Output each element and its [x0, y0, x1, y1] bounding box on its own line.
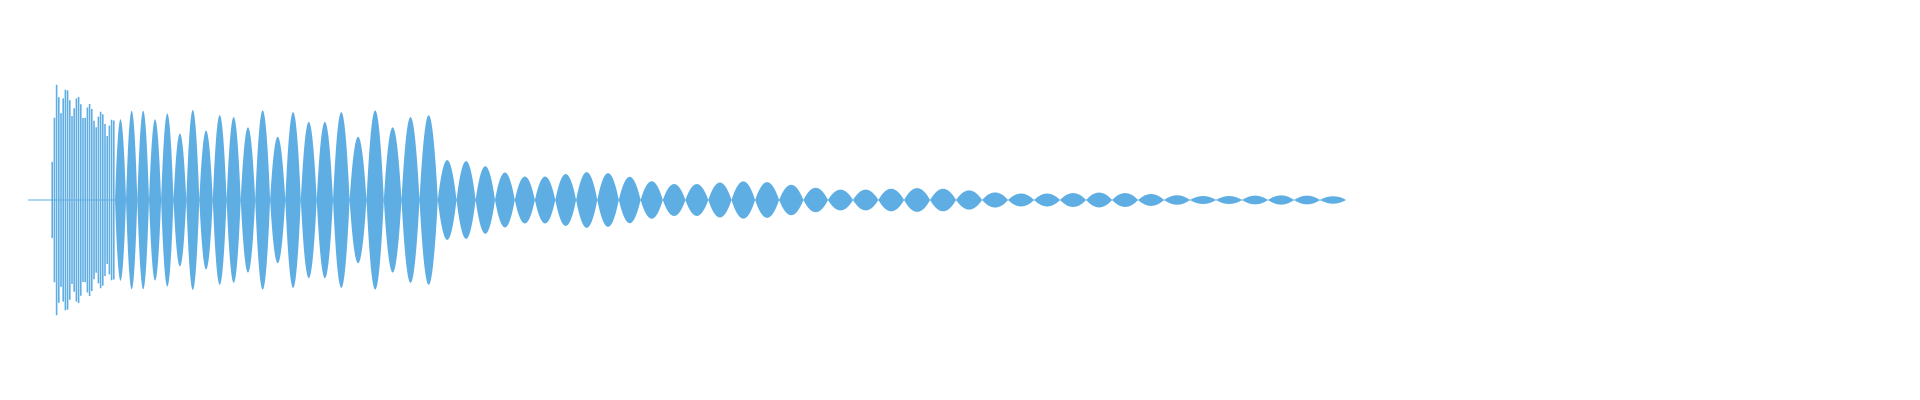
- waveform-lobe: [731, 181, 756, 219]
- waveform-lobe: [534, 176, 556, 224]
- waveform-lobe: [226, 117, 241, 283]
- waveform-lobe: [149, 119, 162, 281]
- waveform-lobe: [1190, 195, 1217, 205]
- waveform-lobe: [755, 182, 780, 218]
- waveform-lobe: [1320, 196, 1347, 204]
- waveform-lobe: [161, 113, 174, 287]
- waveform-lobe: [878, 188, 905, 212]
- waveform-lobe: [126, 110, 138, 290]
- waveform-lobe: [1034, 193, 1061, 207]
- waveform-lobe: [982, 192, 1009, 208]
- waveform-lobe: [115, 119, 126, 281]
- waveform-lobe: [173, 133, 187, 267]
- waveform-lobe: [270, 136, 286, 264]
- waveform-lobe: [456, 161, 476, 239]
- waveform-lobes: [51, 84, 1347, 316]
- waveform-lobe: [333, 112, 350, 288]
- waveform-lobe: [1242, 195, 1269, 205]
- waveform-lobe: [285, 112, 301, 288]
- waveform-lobe: [956, 190, 983, 210]
- waveform-lobe: [514, 176, 535, 224]
- waveform-lobe: [475, 166, 495, 234]
- waveform-lobe: [685, 184, 709, 216]
- waveform-lobe: [255, 110, 271, 290]
- waveform-lobe: [1060, 192, 1087, 208]
- waveform-lobe: [853, 189, 879, 211]
- waveform-lobe: [1216, 195, 1243, 205]
- waveform-lobe: [803, 187, 828, 213]
- waveform-lobe: [597, 173, 619, 227]
- waveform-lobe: [1268, 195, 1295, 205]
- waveform-lobe: [212, 115, 227, 285]
- waveform-lobe: [618, 176, 641, 224]
- waveform-lobe: [240, 127, 256, 273]
- waveform-lobe: [708, 182, 732, 218]
- waveform-lobe: [1112, 192, 1139, 208]
- waveform-lobe: [828, 189, 853, 211]
- waveform-lobe: [1164, 195, 1191, 205]
- waveform-lobe: [137, 110, 149, 290]
- waveform-lobe: [419, 115, 438, 285]
- waveform-lobe: [1008, 193, 1035, 207]
- waveform-lobe: [495, 172, 515, 228]
- waveform-lobe: [779, 184, 804, 216]
- waveform-lobe: [1138, 194, 1165, 206]
- waveform-lobe: [401, 117, 420, 283]
- waveform-lobe: [1294, 195, 1321, 205]
- waveform-lobe: [316, 121, 333, 279]
- waveform-lobe: [199, 130, 213, 270]
- waveform-lobe: [904, 188, 931, 212]
- waveform-lobe: [555, 174, 577, 226]
- waveform-lobe: [437, 160, 457, 240]
- waveform-lobe: [349, 136, 367, 264]
- waveform-lobe: [662, 183, 686, 217]
- waveform-lobe: [383, 127, 402, 273]
- waveform-lobe: [186, 110, 200, 290]
- waveform-lobe: [1086, 192, 1113, 208]
- waveform-lobe: [366, 110, 384, 290]
- waveform-lobe: [930, 188, 957, 212]
- waveform-lobe: [576, 172, 598, 228]
- waveform-lobe: [640, 181, 663, 219]
- waveform-lobe: [300, 121, 317, 279]
